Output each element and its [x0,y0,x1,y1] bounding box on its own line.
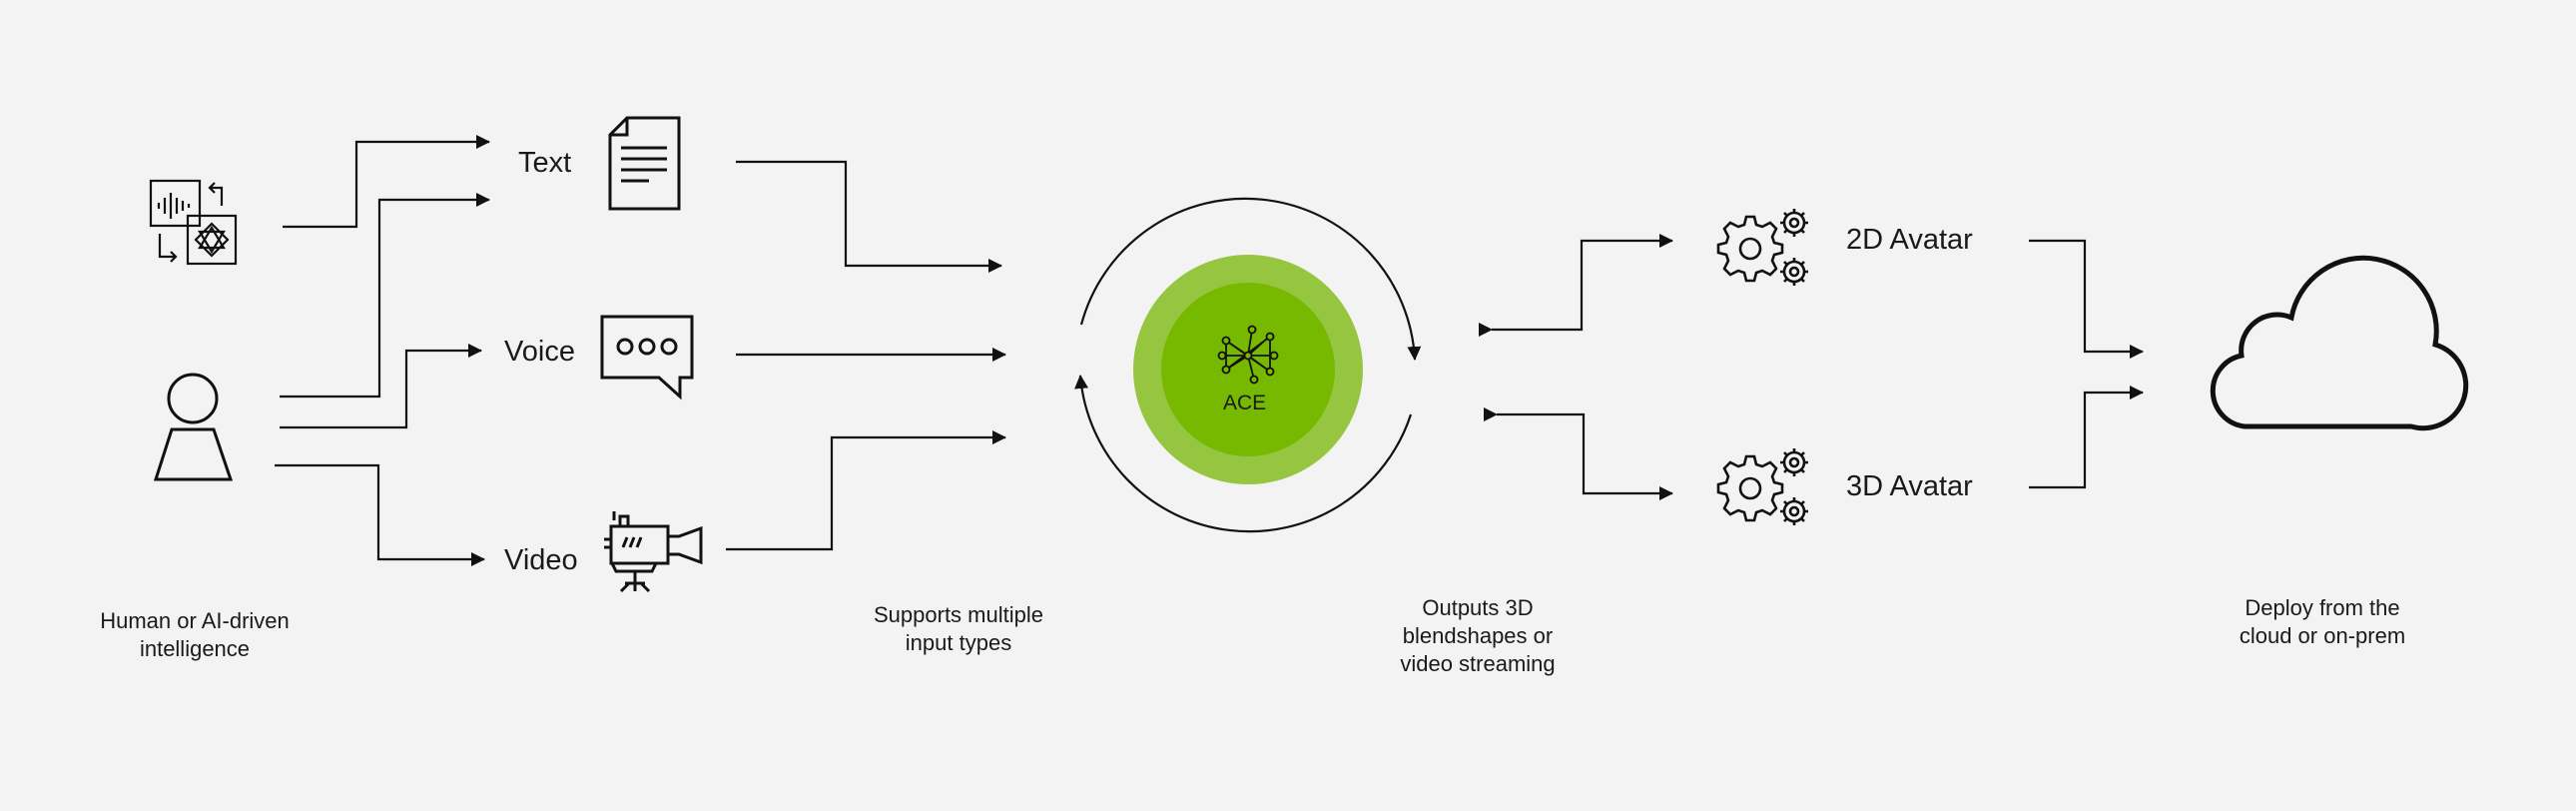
avatar-2d-label: 2D Avatar [1846,224,1973,256]
person-icon [153,373,234,481]
connector-ace-3d-avatar [1484,407,1673,500]
speech-bubble-icon [600,315,694,401]
gears-icon [1716,209,1808,286]
caption-outputs: Outputs 3D blendshapes or video streamin… [1400,595,1556,676]
cycle-arc-bottom [1074,375,1413,533]
connector-ace-2d-avatar [1479,234,1673,337]
neural-network-icon [1217,325,1279,385]
cloud-icon [2210,255,2469,431]
connector-person-to-video [275,463,485,566]
caption-intelligence: Human or AI-driven intelligence [100,608,290,661]
document-icon [608,116,681,211]
caption-inputs: Supports multiple input types [874,602,1043,655]
ace-inner-circle [1161,283,1335,456]
connector-person-to-text [280,193,490,399]
connector-3d-to-cloud [2029,386,2144,489]
video-camera-icon [604,511,703,593]
connector-agent-to-text [283,135,490,229]
ai-agent-icon [149,179,238,266]
connector-video-to-ace [726,430,1006,551]
input-text-label: Text [518,147,572,179]
connector-text-to-ace [736,160,1002,273]
ace-label: ACE [1223,392,1267,414]
input-voice-label: Voice [504,336,575,368]
input-video-label: Video [504,544,578,576]
cycle-arc-top [1079,197,1422,361]
avatar-3d-label: 3D Avatar [1846,470,1973,502]
caption-deploy: Deploy from the cloud or on-prem [2239,595,2406,648]
connector-2d-to-cloud [2029,239,2144,359]
gears-icon [1716,448,1808,525]
connector-person-to-voice [280,344,482,429]
